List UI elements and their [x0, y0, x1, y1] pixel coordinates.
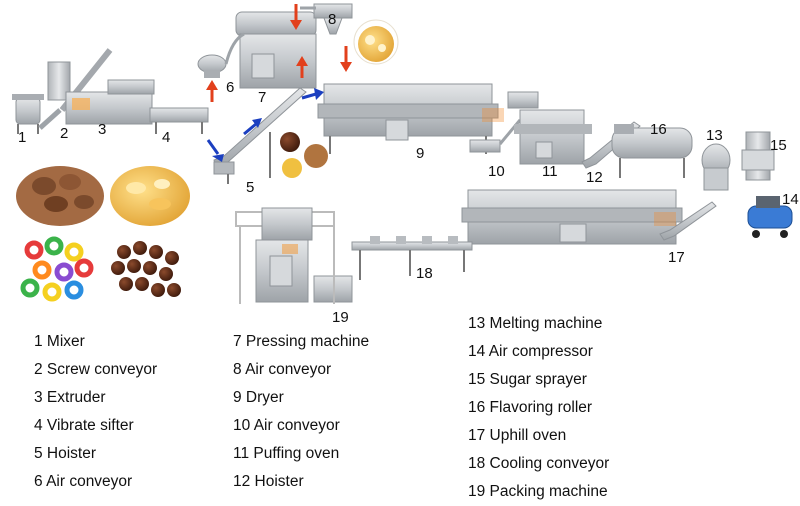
legend-item: 3 Extruder — [34, 389, 106, 406]
legend-item: 8 Air conveyor — [233, 361, 332, 378]
melting-machine — [701, 143, 731, 191]
label-1: 1 — [18, 129, 26, 146]
label-11: 11 — [542, 163, 558, 180]
label-14: 14 — [782, 191, 799, 208]
cereal-samples-small-image — [280, 132, 328, 178]
label-16: 16 — [650, 121, 667, 138]
label-17: 17 — [668, 249, 685, 266]
label-5: 5 — [246, 179, 254, 196]
legend-item: 1 Mixer — [34, 333, 85, 350]
legend-column-2: 7 Pressing machine 8 Air conveyor 9 Drye… — [233, 328, 369, 496]
label-2: 2 — [60, 125, 68, 142]
machine-number-labels: 1 2 3 4 5 6 7 8 9 10 11 12 13 14 15 16 1… — [18, 11, 799, 326]
legend-item: 14 Air compressor — [468, 343, 593, 360]
label-10: 10 — [488, 163, 505, 180]
legend-item: 19 Packing machine — [468, 483, 608, 500]
label-18: 18 — [416, 265, 433, 282]
air-conveyor-machine-8 — [300, 3, 353, 35]
vibrate-sifter-machine — [149, 107, 209, 134]
puffing-oven-machine — [507, 91, 592, 165]
air-compressor-machine — [747, 196, 793, 238]
legend-item: 13 Melting machine — [468, 315, 603, 332]
legend-column-3: 13 Melting machine 14 Air compressor 15 … — [468, 310, 609, 506]
red-arrow-into-pressing-machine — [290, 4, 302, 30]
label-8: 8 — [328, 11, 336, 28]
legend-item: 10 Air conveyor — [233, 417, 340, 434]
corn-flakes-bowl-image — [353, 19, 399, 65]
cocoa-shell-cereal-image — [16, 166, 104, 226]
label-9: 9 — [416, 145, 424, 162]
label-4: 4 — [162, 129, 170, 146]
legend-item: 5 Hoister — [34, 445, 97, 462]
red-arrow-from-pressing — [296, 56, 308, 78]
legend-column-1: 1 Mixer 2 Screw conveyor 3 Extruder 4 Vi… — [34, 328, 157, 496]
corn-flakes-image — [110, 166, 190, 226]
sugar-sprayer-machine — [741, 131, 775, 181]
legend-item: 12 Hoister — [233, 473, 304, 490]
blue-arrow-up-hoister — [243, 118, 262, 136]
cooling-conveyor-machine — [351, 236, 473, 280]
legend-item: 16 Flavoring roller — [468, 399, 593, 416]
flow-arrows — [206, 4, 352, 162]
packing-machine — [235, 207, 353, 304]
legend-item: 15 Sugar sprayer — [468, 371, 587, 388]
label-13: 13 — [706, 127, 723, 144]
dryer-machine — [317, 83, 504, 154]
uphill-oven-machine — [461, 189, 717, 245]
label-19: 19 — [332, 309, 349, 326]
screw-conveyor-machine — [38, 108, 62, 130]
legend-item: 4 Vibrate sifter — [34, 417, 134, 434]
legend-item: 2 Screw conveyor — [34, 361, 158, 378]
legend-item: 9 Dryer — [233, 389, 284, 406]
extruder-machine — [47, 48, 155, 125]
legend-item: 11 Puffing oven — [233, 445, 340, 462]
air-conveyor-machine-6 — [197, 54, 227, 78]
legend-item: 7 Pressing machine — [233, 333, 370, 350]
legend-item: 17 Uphill oven — [468, 427, 567, 444]
label-6: 6 — [226, 79, 234, 96]
label-3: 3 — [98, 121, 106, 138]
hoister-machine-5 — [213, 87, 307, 184]
red-arrow-to-air-conveyor-6 — [206, 80, 218, 102]
blue-arrow-to-dryer — [301, 88, 324, 100]
blue-arrow-to-hoister — [206, 139, 224, 162]
label-12: 12 — [586, 169, 603, 186]
label-7: 7 — [258, 89, 266, 106]
mixer-machine — [12, 94, 44, 134]
flavoring-roller-machine — [611, 124, 693, 178]
chocolate-balls-image — [111, 241, 181, 297]
fruit-loops-image — [20, 236, 94, 302]
label-15: 15 — [770, 137, 787, 154]
red-arrow-to-air-conveyor-8 — [340, 46, 352, 72]
legend-item: 18 Cooling conveyor — [468, 455, 610, 472]
legend-item: 6 Air conveyor — [34, 473, 133, 490]
